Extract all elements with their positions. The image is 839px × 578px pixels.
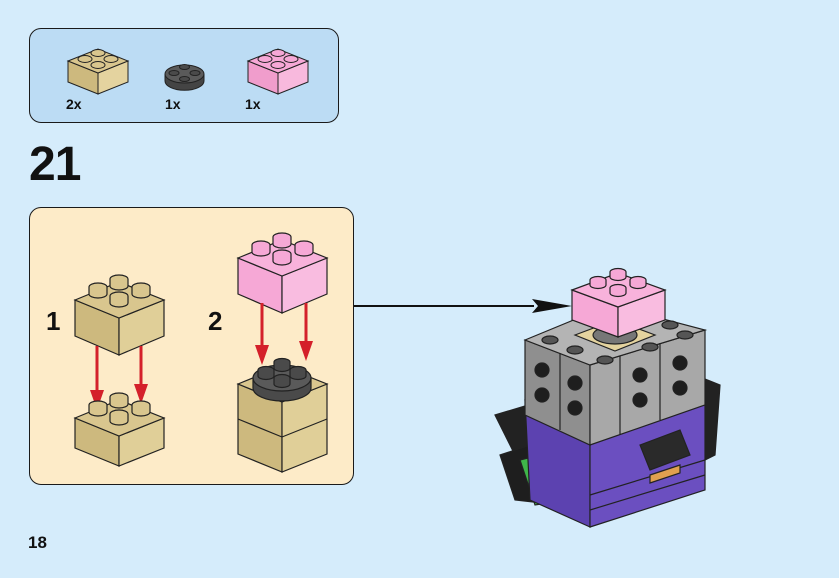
subassembly-box: 1 2 [29, 207, 354, 485]
substep-number: 1 [46, 306, 61, 336]
pink-brick-icon [236, 232, 329, 314]
step-number: 21 [29, 138, 81, 191]
page-number: 18 [28, 533, 47, 552]
part-round-plate-icon [164, 64, 205, 91]
tan-brick-icon [73, 392, 166, 467]
part-tan-brick-icon [66, 48, 130, 95]
brickheadz-model-icon [494, 267, 721, 528]
stacked-bricks-with-plate-icon [236, 357, 329, 473]
substep-number: 2 [208, 306, 223, 336]
tan-brick-icon [73, 274, 166, 356]
part-quantity: 2x [66, 96, 82, 112]
part-quantity: 1x [245, 96, 261, 112]
arrow-down-icon [299, 303, 313, 361]
arrow-right-icon [354, 299, 572, 313]
parts-list-box: 2x 1x 1x [29, 28, 339, 123]
arrow-down-icon [255, 303, 269, 365]
part-pink-brick-icon [246, 48, 310, 95]
arrow-down-icon [134, 346, 148, 404]
part-quantity: 1x [165, 96, 181, 112]
arrow-down-icon [90, 346, 104, 410]
